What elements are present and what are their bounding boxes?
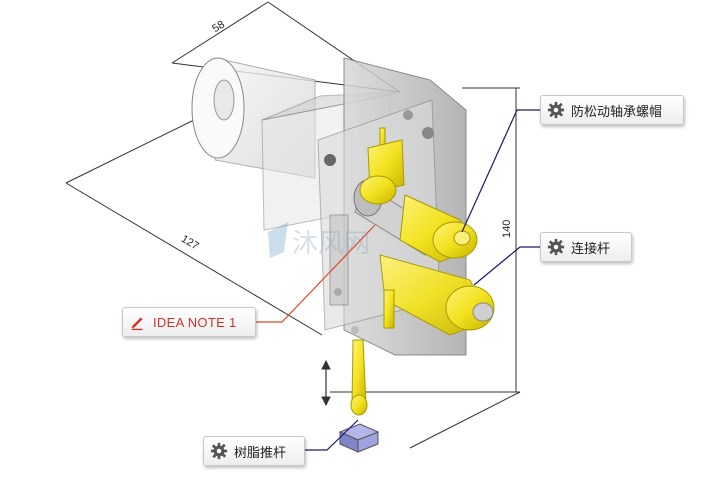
dim-label-127: 127 (179, 233, 201, 253)
callout-resin-push-rod-label: 树脂推杆 (234, 444, 287, 460)
leader-lines (255, 109, 540, 451)
callout-connecting-rod: 连接杆 (540, 232, 632, 262)
gear-icon (210, 442, 228, 460)
up-down-arrow-icon (321, 359, 331, 407)
dim-label-140: 140 (501, 220, 513, 238)
yellow-mechanism (350, 127, 495, 416)
pencil-icon (131, 317, 143, 331)
callout-idea-note: IDEA NOTE 1 (122, 307, 256, 337)
gear-icon (547, 238, 565, 256)
gear-icon (547, 101, 565, 119)
resin-pusher-block (338, 423, 380, 453)
callout-idea-note-label: IDEA NOTE 1 (153, 314, 237, 330)
dim-label-58: 58 (210, 18, 227, 35)
callout-bearing-nut-label: 防松动轴承螺帽 (571, 103, 663, 119)
callout-resin-push-rod: 树脂推杆 (203, 436, 305, 466)
callout-connecting-rod-label: 连接杆 (571, 240, 611, 256)
callout-bearing-nut: 防松动轴承螺帽 (540, 95, 684, 125)
watermark-text: 沐风网 (292, 229, 370, 259)
